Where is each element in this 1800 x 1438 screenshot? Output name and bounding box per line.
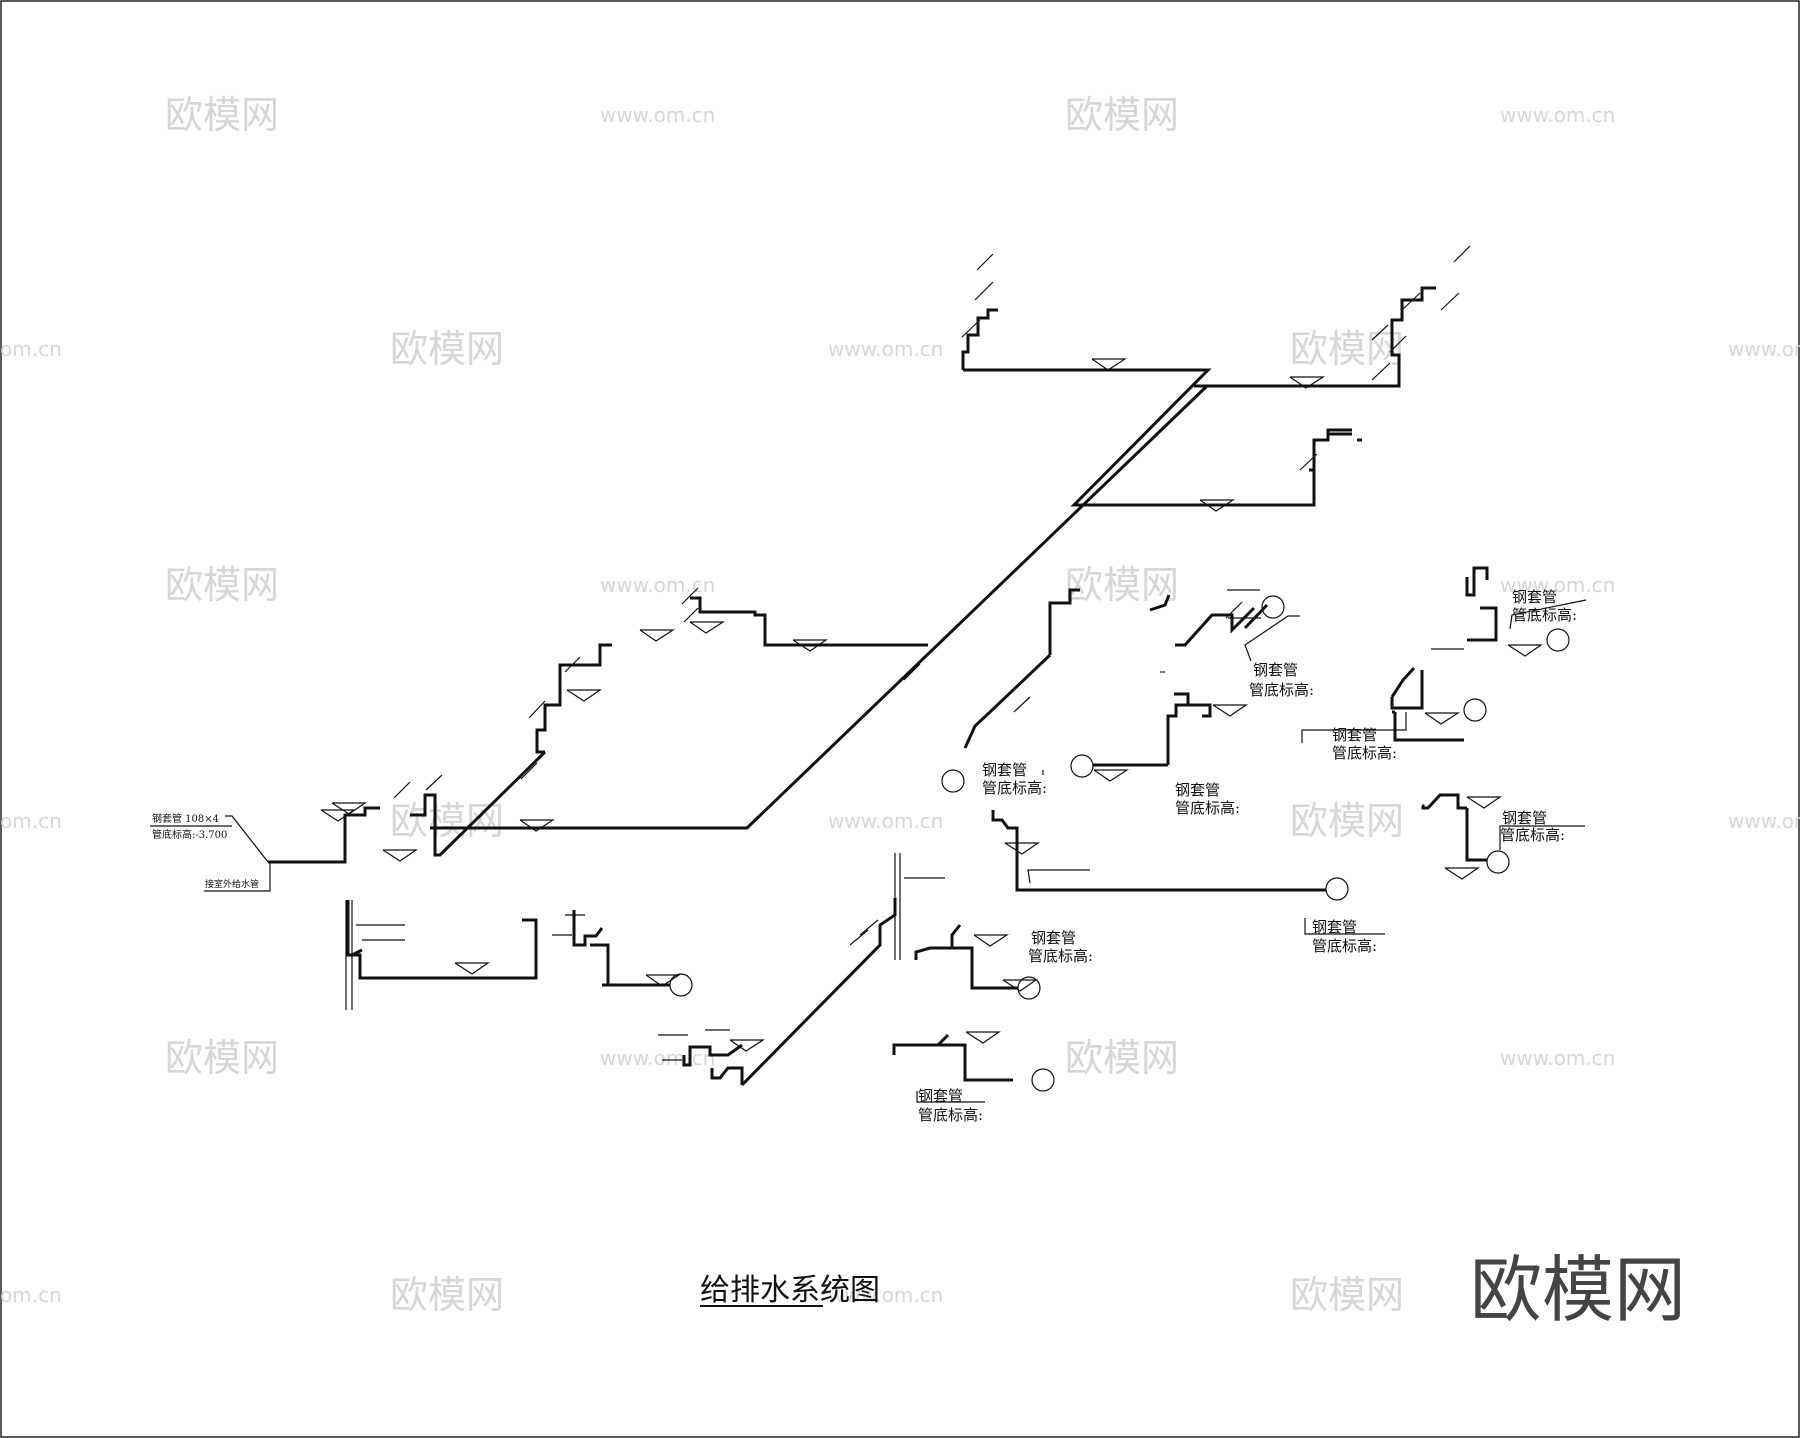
label-leaders bbox=[225, 599, 1587, 1103]
vertical-risers bbox=[345, 853, 945, 1010]
watermark-site: om.cn bbox=[0, 809, 62, 833]
pipe-bottom-label: 管底标高: bbox=[918, 1106, 983, 1124]
watermark-layer: 欧模网 www.om.cn 欧模网 www.om.cn om.cn 欧模网 ww… bbox=[0, 93, 1800, 1332]
corner-watermark: 欧模网 bbox=[1470, 1248, 1686, 1332]
sleeve-label: 钢套管 bbox=[1175, 781, 1220, 799]
pipe-bottom-label: 管底标高: bbox=[1500, 826, 1565, 844]
sleeve-label: 钢套管 bbox=[1312, 918, 1357, 936]
sleeve-label: 钢套管 bbox=[1502, 809, 1547, 827]
riser-flags bbox=[393, 245, 1471, 946]
pipe-bottom-label: 管底标高: bbox=[1512, 606, 1577, 624]
supply-elevation: 管底标高:-3.700 bbox=[152, 828, 227, 841]
pipe-bottom-label: 管底标高: bbox=[1249, 681, 1314, 699]
watermark-site: www.om.cn bbox=[828, 337, 943, 361]
watermark-site: www.om.cn bbox=[1500, 103, 1615, 127]
watermark-site: www.om.cn bbox=[828, 1283, 943, 1307]
watermark-site: www.om.cn bbox=[600, 103, 715, 127]
sleeve-label: 钢套管 bbox=[918, 1087, 963, 1105]
supply-note: 接室外给水管 bbox=[205, 878, 259, 890]
watermark-site: om.cn bbox=[0, 337, 62, 361]
watermark-brand: 欧模网 bbox=[1065, 563, 1179, 607]
right-fixture-groups bbox=[991, 566, 1498, 892]
pipe-bottom-label: 管底标高: bbox=[982, 779, 1047, 797]
watermark-site: www.om.cn bbox=[1728, 337, 1800, 361]
sleeve-label: 钢套管 bbox=[1253, 661, 1298, 679]
sleeve-labels: 钢套管 管底标高: 钢套管 管底标高: 钢套管 管底标高: 钢套管 管底标高: … bbox=[918, 588, 1577, 1124]
watermark-site: www.om.cn bbox=[1500, 573, 1615, 597]
main-drainage-network bbox=[268, 286, 1436, 864]
supply-spec: 钢套管 108×4 bbox=[152, 812, 219, 825]
watermark-site: www.om.cn bbox=[1500, 1046, 1615, 1070]
watermark-site: www.om.cn bbox=[1728, 809, 1800, 833]
sleeve-label: 钢套管 bbox=[982, 761, 1027, 779]
watermark-brand: 欧模网 bbox=[165, 563, 279, 607]
watermark-brand: 欧模网 bbox=[390, 1273, 504, 1317]
watermark-site: www.om.cn bbox=[828, 809, 943, 833]
watermark-brand: 欧模网 bbox=[165, 93, 279, 137]
sleeve-label: 钢套管 bbox=[1031, 929, 1076, 947]
watermark-brand: 欧模网 bbox=[165, 1036, 279, 1080]
watermark-brand: 欧模网 bbox=[390, 327, 504, 371]
watermark-brand: 欧模网 bbox=[1290, 1273, 1404, 1317]
sleeve-label: 钢套管 bbox=[1332, 726, 1377, 744]
cleanout-circles bbox=[669, 595, 1570, 1092]
pipe-bottom-label: 管底标高: bbox=[1332, 744, 1397, 762]
watermark-site: om.cn bbox=[0, 1283, 62, 1307]
lower-fixture-groups bbox=[346, 898, 1018, 1087]
watermark-brand: 欧模网 bbox=[1290, 799, 1404, 843]
watermark-site: www.om.cn bbox=[600, 1046, 715, 1070]
elevation-markers bbox=[320, 358, 1543, 1061]
sleeve-label: 钢套管 bbox=[1512, 588, 1557, 606]
watermark-brand: 欧模网 bbox=[390, 799, 504, 843]
watermark-brand: 欧模网 bbox=[1065, 93, 1179, 137]
pipe-bottom-label: 管底标高: bbox=[1312, 937, 1377, 955]
watermark-brand: 欧模网 bbox=[1065, 1036, 1179, 1080]
supply-inlet-note: 钢套管 108×4 管底标高:-3.700 接室外给水管 bbox=[150, 812, 271, 892]
diagram-title: 给排水系统图 bbox=[700, 1273, 880, 1308]
pipe-bottom-label: 管底标高: bbox=[1175, 799, 1240, 817]
watermark-site: www.om.cn bbox=[600, 573, 715, 597]
pipe-bottom-label: 管底标高: bbox=[1028, 947, 1093, 965]
diagram-title-block: 给排水系统图 bbox=[700, 1273, 880, 1308]
watermark-brand: 欧模网 bbox=[1290, 327, 1404, 371]
